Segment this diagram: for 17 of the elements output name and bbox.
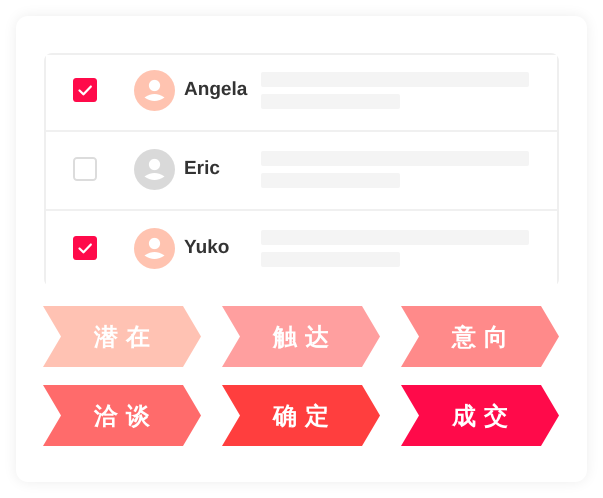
- stage-label: 成交: [450, 400, 517, 432]
- name-label: Yuko: [184, 236, 230, 260]
- chevron-tag: [43, 306, 201, 367]
- stage-label: 确定: [271, 400, 338, 432]
- chevron-tag: [43, 385, 201, 446]
- chevron-tag: [401, 385, 559, 446]
- name-label: Eric: [184, 157, 220, 181]
- list-row: [46, 209, 557, 287]
- list-panel: [44, 53, 559, 287]
- chevron-tag: [222, 385, 380, 446]
- stage-label: 潜在: [92, 322, 159, 352]
- stage-label: 触达: [272, 322, 338, 352]
- name-label: Angela: [184, 78, 248, 102]
- stage-label: 意向: [450, 322, 517, 352]
- chevron-tag: [222, 306, 380, 367]
- stage-label: 洽谈: [92, 400, 159, 432]
- chevron-tag: [401, 306, 559, 367]
